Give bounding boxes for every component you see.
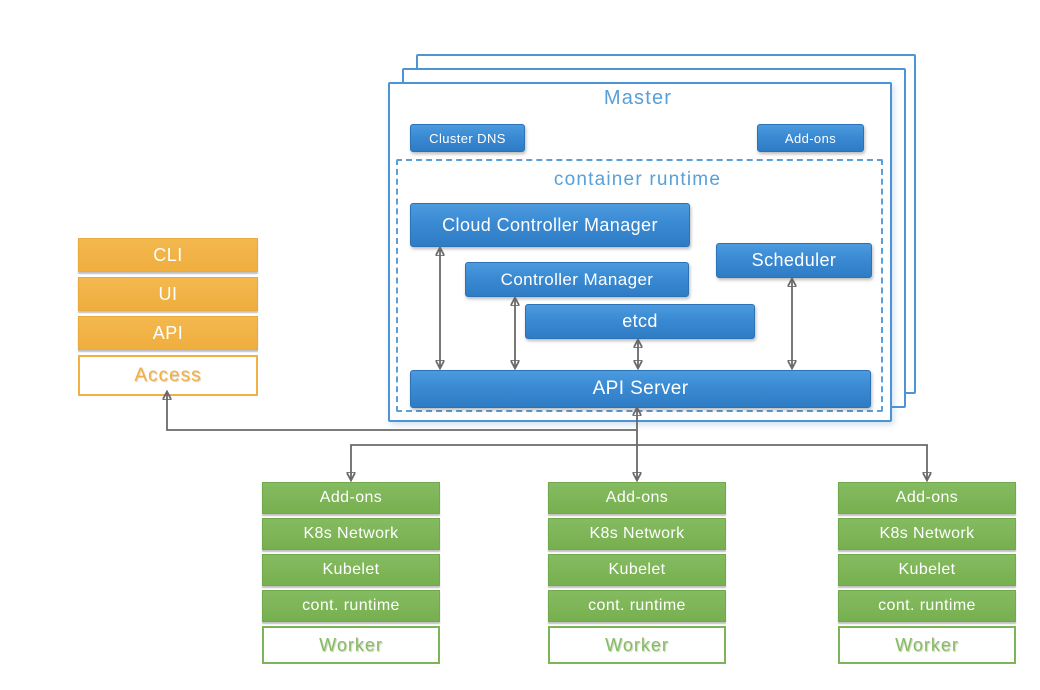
worker3-base-box: Worker [838,626,1016,664]
master-addons-box: Add-ons [757,124,864,152]
master-title: Master [603,86,673,109]
worker1-base-box: Worker [262,626,440,664]
cluster-dns-box: Cluster DNS [410,124,525,152]
worker2-kubelet: Kubelet [548,554,726,586]
controller-manager-box: Controller Manager [465,262,689,297]
worker-stack-1: Add-ons K8s Network Kubelet cont. runtim… [262,482,440,664]
worker1-k8s-network: K8s Network [262,518,440,550]
worker3-kubelet: Kubelet [838,554,1016,586]
access-base-box: Access [78,355,258,396]
etcd-box: etcd [525,304,755,339]
worker2-cont-runtime: cont. runtime [548,590,726,622]
worker2-base-box: Worker [548,626,726,664]
cloud-controller-manager-box: Cloud Controller Manager [410,203,690,247]
access-stack: CLI UI API Access [78,238,258,396]
worker2-k8s-network: K8s Network [548,518,726,550]
worker3-k8s-network: K8s Network [838,518,1016,550]
worker1-kubelet: Kubelet [262,554,440,586]
worker2-addons: Add-ons [548,482,726,514]
access-item-api: API [78,316,258,350]
worker-stack-3: Add-ons K8s Network Kubelet cont. runtim… [838,482,1016,664]
worker1-cont-runtime: cont. runtime [262,590,440,622]
access-item-ui: UI [78,277,258,311]
scheduler-box: Scheduler [716,243,872,278]
api-server-box: API Server [410,370,871,408]
worker1-addons: Add-ons [262,482,440,514]
worker-stack-2: Add-ons K8s Network Kubelet cont. runtim… [548,482,726,664]
worker3-cont-runtime: cont. runtime [838,590,1016,622]
access-item-cli: CLI [78,238,258,272]
worker3-addons: Add-ons [838,482,1016,514]
arrow-api-server-workers-1-3 [351,444,927,480]
container-runtime-title: container runtime [553,169,722,190]
